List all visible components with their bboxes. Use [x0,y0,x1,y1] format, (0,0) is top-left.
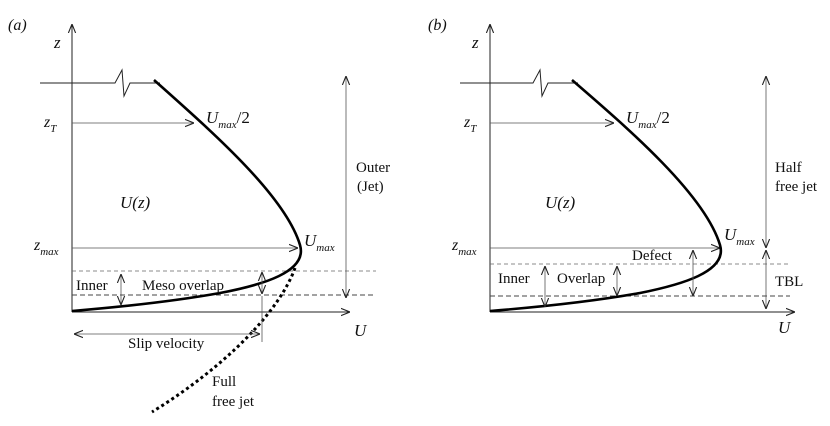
panel-a-meso-overlap-label: Meso overlap [142,278,224,294]
panel-a: (a) z U zT zmax Umax/2 Umax U(z) Outer (… [8,17,390,414]
panel-a-slip-label: Slip velocity [128,336,205,352]
panel-b-zmax-label: zmax [451,237,477,258]
panel-a-z-axis-label: z [53,33,61,52]
panel-a-axis-break [40,68,160,98]
panel-a-zmax-label: zmax [33,237,59,258]
panel-b-tbl-label: TBL [775,274,803,290]
panel-a-outer-label: Outer [356,160,390,176]
panel-b-half-label: Half [775,160,802,176]
panel-b-free-jet-label: free jet [775,179,818,195]
panel-a-inner-label: Inner [76,278,108,294]
panel-a-tag: (a) [8,17,27,34]
panel-a-velocity-profile [71,79,303,313]
panel-a-jet-label: (Jet) [357,179,384,195]
panel-b-inner-label: Inner [498,271,530,287]
panel-b-umax-label: Umax [724,225,755,248]
panel-b-u-axis-label: U [778,318,792,337]
panel-b-velocity-profile [489,79,723,313]
panel-a-full-free-jet-curve [151,267,297,414]
panel-a-umax-label: Umax [304,231,335,254]
panel-b-z-axis-label: z [471,33,479,52]
panel-a-full-label: Full [212,374,236,390]
panel-b-umax-half-label: Umax/2 [626,108,670,131]
panel-b-defect-label: Defect [632,248,673,264]
panel-b: (b) z U zT zmax Umax/2 Umax U(z) Half fr… [428,17,818,337]
panel-b-tag: (b) [428,17,447,34]
panel-a-umax-half-label: Umax/2 [206,108,250,131]
panel-b-zT-label: zT [463,114,477,135]
panel-b-overlap-label: Overlap [557,271,605,287]
panel-a-free-jet-label: free jet [212,394,255,410]
panel-b-u-of-z-label: U(z) [545,193,576,212]
panel-a-u-of-z-label: U(z) [120,193,151,212]
panel-b-axis-break [460,68,578,98]
panel-a-zT-label: zT [43,114,57,135]
panel-a-u-axis-label: U [354,321,368,340]
